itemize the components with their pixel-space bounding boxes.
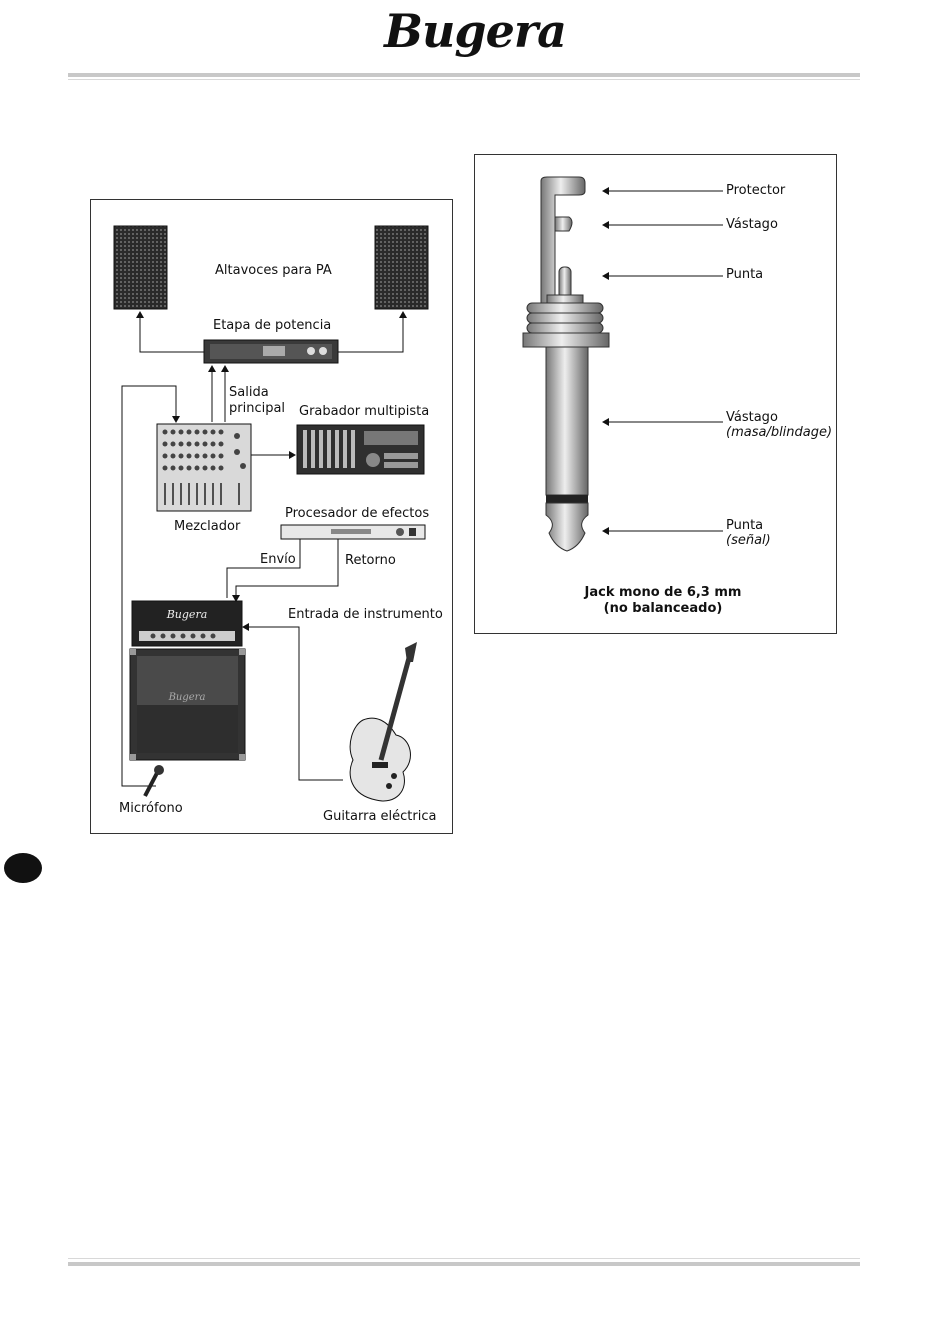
header-rule-thin bbox=[68, 79, 860, 80]
label-sleeve-top: Vástago bbox=[726, 217, 778, 232]
jack-plug-illustration bbox=[523, 177, 609, 551]
label-protector: Protector bbox=[726, 183, 785, 198]
setup-diagram-panel: Bugera Bugera Altavoces para PA Et bbox=[90, 199, 453, 834]
footer-rule bbox=[68, 1262, 860, 1266]
cabinet-logo: Bugera bbox=[168, 692, 206, 703]
label-send: Envío bbox=[260, 552, 296, 567]
fx-processor-unit bbox=[281, 525, 425, 539]
label-main-out-2: principal bbox=[229, 401, 285, 416]
label-sleeve-note: (masa/blindage) bbox=[726, 425, 832, 440]
speaker-cabinet-unit bbox=[130, 649, 245, 760]
label-power-amp: Etapa de potencia bbox=[213, 318, 331, 333]
mixer-unit bbox=[157, 424, 251, 511]
footer-rule-thin bbox=[68, 1258, 860, 1259]
label-return: Retorno bbox=[345, 553, 396, 568]
jack-diagram-svg bbox=[475, 155, 836, 633]
jack-diagram-panel: Protector Vástago Punta Vástago (masa/bl… bbox=[474, 154, 837, 634]
brand-logo: Bugera bbox=[380, 4, 570, 58]
jack-caption-line2: (no balanceado) bbox=[475, 601, 851, 616]
label-tip-top: Punta bbox=[726, 267, 763, 282]
label-microphone: Micrófono bbox=[119, 801, 183, 816]
jack-caption-line1: Jack mono de 6,3 mm bbox=[475, 585, 851, 600]
label-instrument-input: Entrada de instrumento bbox=[288, 607, 443, 622]
page-marker-dot bbox=[4, 853, 42, 883]
multitrack-recorder-unit bbox=[297, 425, 424, 474]
pa-speaker-left bbox=[114, 226, 167, 309]
label-main-out-1: Salida bbox=[229, 385, 269, 400]
label-mixer: Mezclador bbox=[174, 519, 240, 534]
amp-head-logo: Bugera bbox=[166, 608, 208, 621]
label-multitrack: Grabador multipista bbox=[299, 404, 429, 419]
pa-speaker-right bbox=[375, 226, 428, 309]
electric-guitar-unit bbox=[350, 642, 417, 801]
label-electric-guitar: Guitarra eléctrica bbox=[323, 809, 436, 824]
header-rule bbox=[68, 73, 860, 77]
label-pa-speakers: Altavoces para PA bbox=[215, 263, 332, 278]
label-sleeve: Vástago bbox=[726, 410, 778, 425]
microphone-unit bbox=[145, 765, 164, 796]
label-fx-processor: Procesador de efectos bbox=[285, 506, 429, 521]
power-amp-unit bbox=[204, 340, 338, 363]
label-tip: Punta bbox=[726, 518, 763, 533]
label-tip-note: (señal) bbox=[726, 533, 771, 548]
